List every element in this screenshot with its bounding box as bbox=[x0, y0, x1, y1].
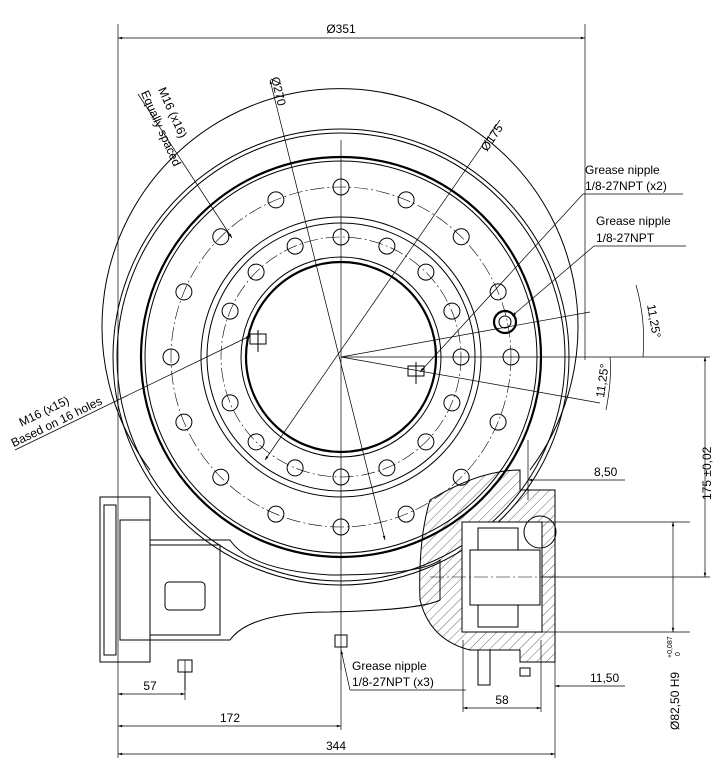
center-lines bbox=[264, 79, 601, 670]
dim-width-344: 344 bbox=[326, 739, 346, 753]
outer-bolt-holes bbox=[162, 178, 520, 536]
bolt-hole bbox=[247, 433, 265, 451]
bolt-hole bbox=[443, 394, 461, 412]
bolt-hole bbox=[162, 348, 180, 366]
grease-nipple-ring bbox=[492, 309, 518, 335]
dim-width-58: 58 bbox=[495, 693, 509, 707]
dimensions: Ø351 Ø270 Ø175 11,25° 11,25° 175 ±0,02 8… bbox=[118, 22, 714, 756]
bolt-hole bbox=[221, 302, 239, 320]
dim-angle-lower: 11,25° bbox=[593, 363, 612, 399]
dim-center-distance: 175 ±0,02 bbox=[700, 446, 714, 500]
bolt-hole bbox=[489, 413, 507, 431]
bolt-hole bbox=[397, 191, 415, 209]
extension-lines bbox=[117, 24, 710, 758]
bolt-hole bbox=[247, 263, 265, 281]
callout-grease-x3-line1: Grease nipple bbox=[352, 659, 427, 673]
worm-gearbox bbox=[99, 469, 560, 690]
dim-bore-tol-lower: 0 bbox=[675, 652, 682, 656]
dim-outer-diameter: Ø351 bbox=[326, 22, 356, 36]
dim-bore-tol-upper: +0,087 bbox=[667, 636, 674, 658]
dim-offset-top: 8,50 bbox=[594, 465, 618, 479]
dim-bolt-circle-outer: Ø270 bbox=[268, 75, 289, 107]
bolt-hole bbox=[417, 263, 435, 281]
bolt-hole bbox=[443, 302, 461, 320]
grease-nipple-inner bbox=[249, 330, 425, 384]
dim-width-172: 172 bbox=[220, 711, 240, 725]
callout-grease-1-line1: Grease nipple bbox=[596, 214, 671, 228]
bolt-hole bbox=[212, 468, 230, 486]
bolt-hole bbox=[417, 433, 435, 451]
bolt-hole bbox=[502, 348, 520, 366]
callout-grease-1-line2: 1/8-27NPT bbox=[596, 231, 655, 245]
bolt-hole bbox=[489, 283, 507, 301]
dim-bolt-circle-inner: Ø175 bbox=[478, 121, 506, 153]
callout-grease-x2-line1: Grease nipple bbox=[585, 163, 660, 177]
bolt-hole bbox=[221, 394, 239, 412]
dim-bore: Ø82,50 H9 bbox=[668, 672, 682, 730]
callouts: M16 (x16) Equally spaced M16 (x15) Based… bbox=[9, 85, 686, 691]
dim-offset-bottom: 11,50 bbox=[590, 671, 619, 685]
bolt-hole bbox=[452, 228, 470, 246]
bolt-hole bbox=[175, 283, 193, 301]
bolt-hole bbox=[452, 348, 470, 366]
dim-width-57: 57 bbox=[143, 679, 157, 693]
callout-grease-x2-line2: 1/8-27NPT (x2) bbox=[585, 179, 667, 193]
bolt-hole bbox=[175, 413, 193, 431]
bolt-hole bbox=[286, 459, 304, 477]
bolt-hole bbox=[397, 505, 415, 523]
dim-angle-upper: 11,25° bbox=[644, 303, 664, 339]
callout-grease-x3-line2: 1/8-27NPT (x3) bbox=[352, 675, 434, 689]
